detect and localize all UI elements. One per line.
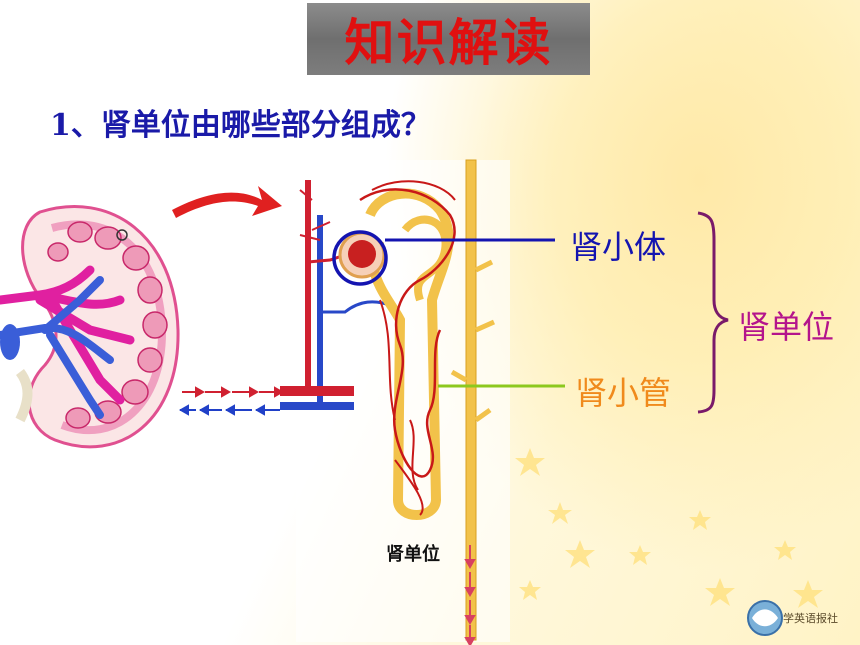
kidney-section: [0, 198, 180, 460]
publisher-logo: [747, 600, 783, 636]
diagram-caption: 肾单位: [386, 544, 440, 565]
label-renal-corpuscle: 肾小体: [570, 228, 667, 266]
publisher-logo-text: 学英语报社: [783, 612, 838, 625]
label-nephron: 肾单位: [738, 308, 835, 346]
page-title: 知识解读: [344, 14, 553, 72]
title-banner: 知识解读: [307, 3, 590, 75]
nephron-brace: [697, 211, 729, 414]
decorative-stars: [515, 448, 823, 608]
red-arrow: [172, 186, 282, 218]
question-text: 1、肾单位由哪些部分组成？: [50, 108, 431, 143]
flow-arrows: [178, 386, 285, 416]
label-renal-tubule: 肾小管: [575, 374, 672, 412]
nephron-illustration: [280, 159, 510, 645]
